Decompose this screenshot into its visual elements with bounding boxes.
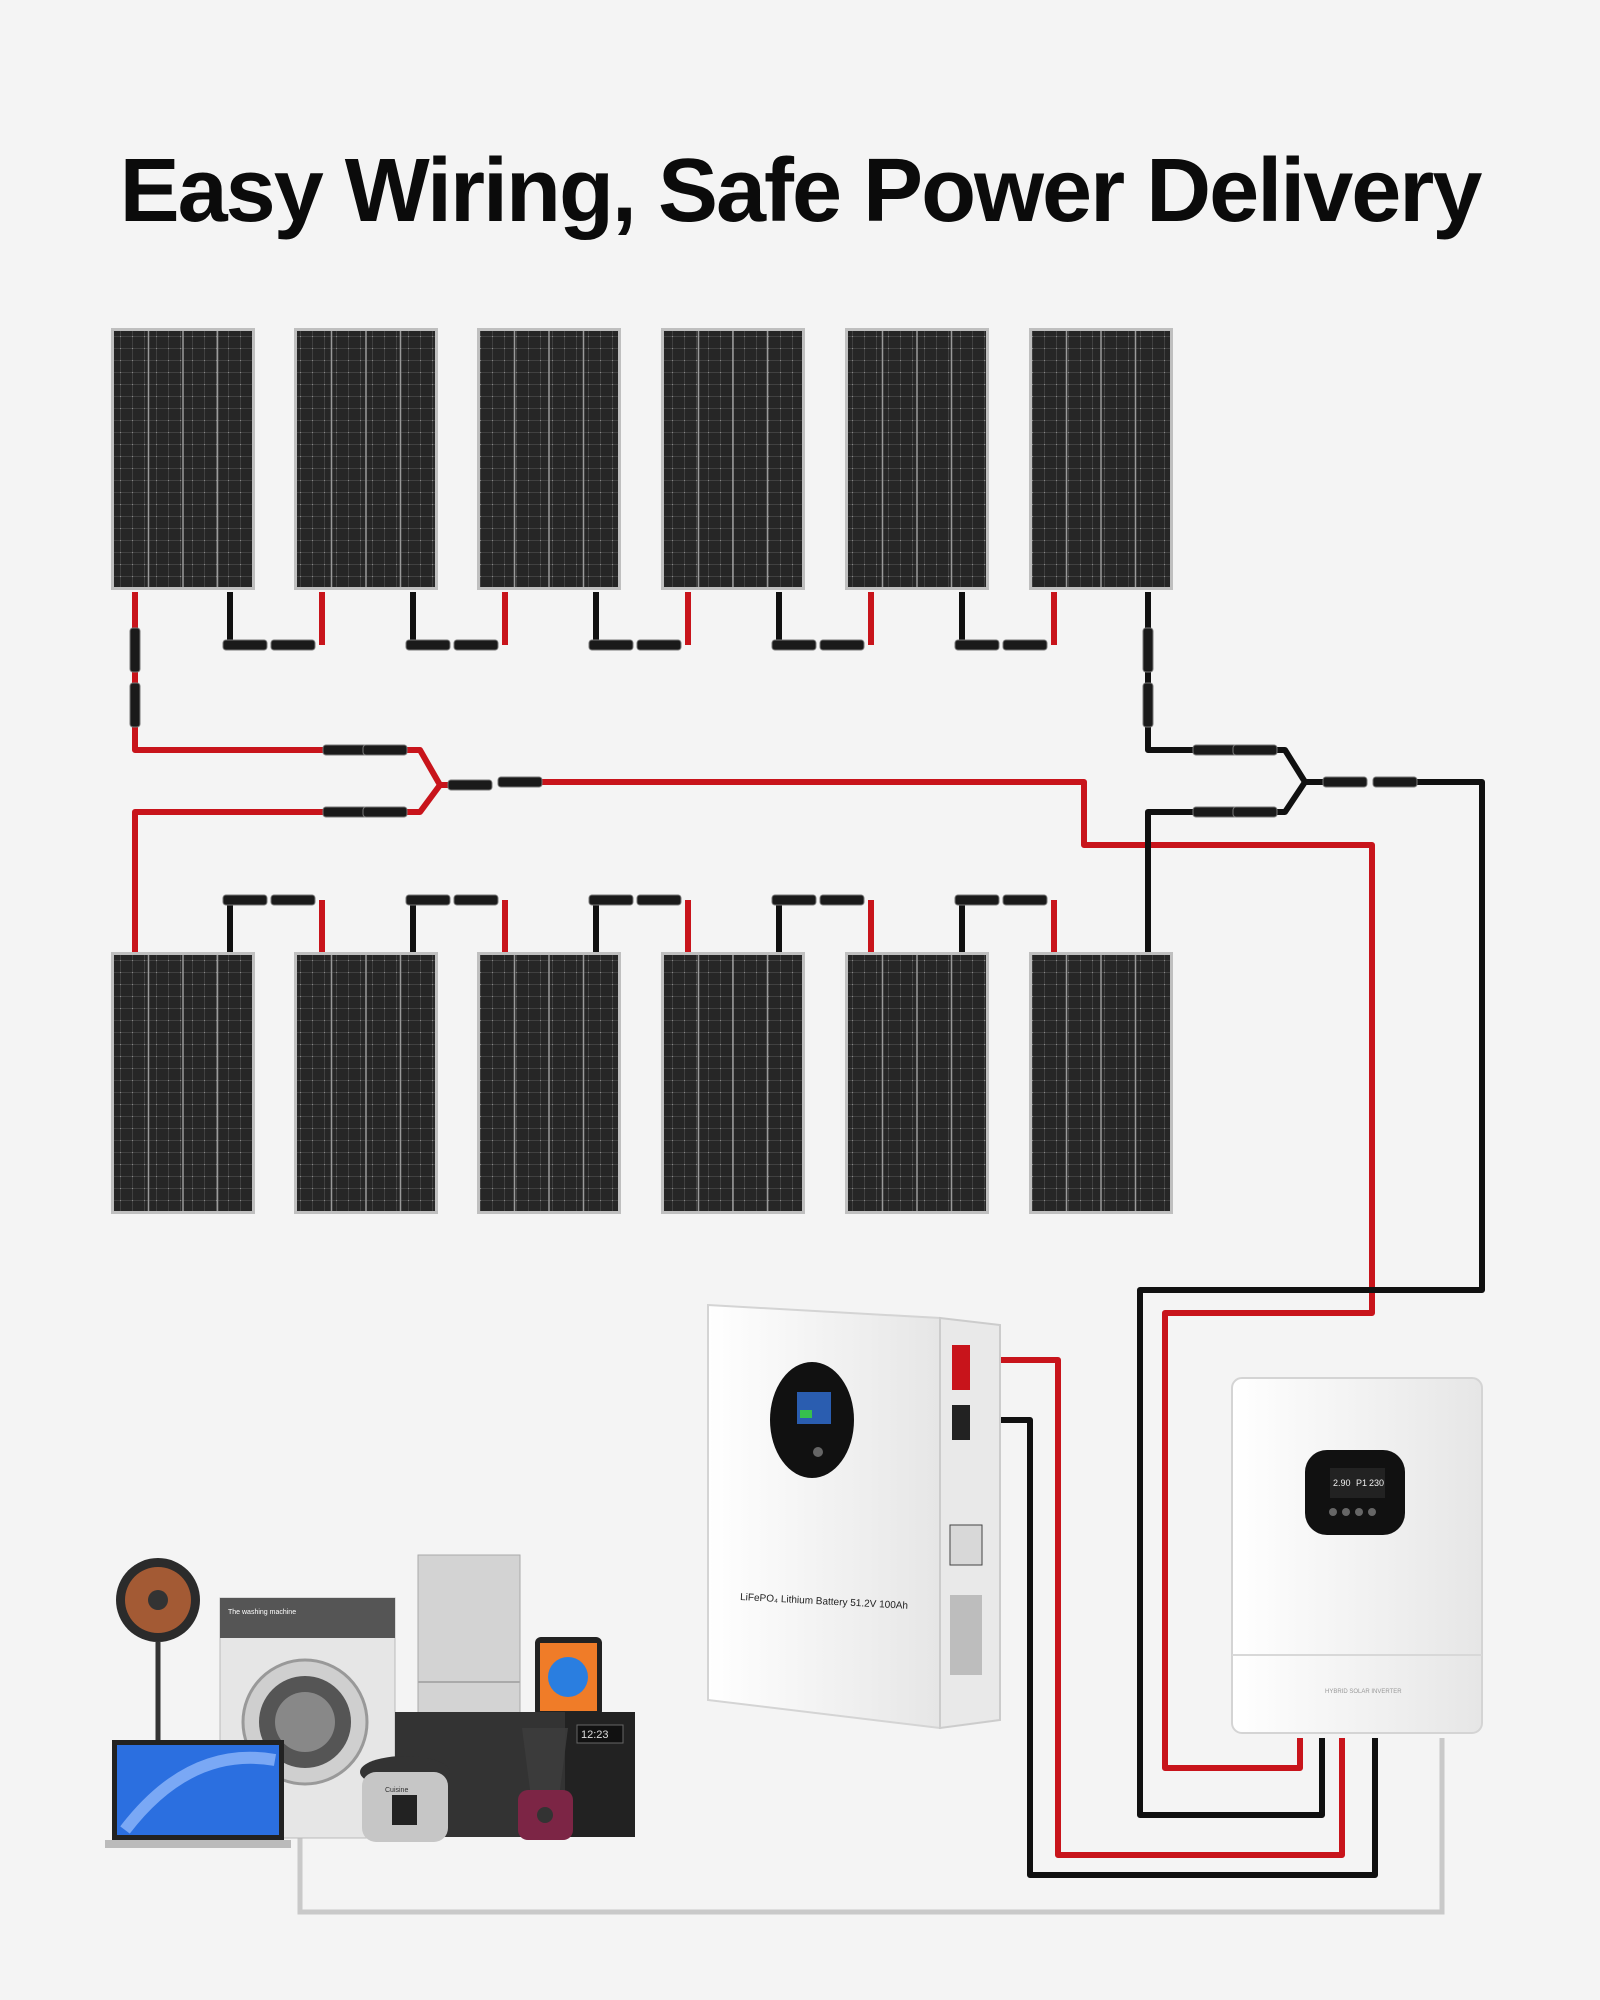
battery-vent	[950, 1595, 982, 1675]
battery-black-wire	[1000, 1417, 1378, 1878]
solar-panel	[1029, 328, 1173, 590]
mc4-connector	[636, 639, 682, 651]
mc4-connector	[453, 894, 499, 906]
top-black-links	[227, 592, 965, 645]
solar-panel	[845, 952, 989, 1214]
solar-panel	[661, 328, 805, 590]
household-appliances: The washing machine 12:23	[105, 1554, 635, 1848]
battery-terminal-negative	[952, 1405, 970, 1440]
mc4-connector	[129, 682, 141, 728]
inverter-label: HYBRID SOLAR INVERTER	[1325, 1689, 1402, 1695]
bottom-right-black-lead	[1145, 809, 1195, 952]
mc4-connector	[447, 779, 493, 791]
mc4-connector	[405, 894, 451, 906]
mc4-connector	[771, 639, 817, 651]
tablet	[535, 1637, 602, 1717]
solar-panel	[294, 952, 438, 1214]
solar-panels-bottom-row	[111, 952, 1173, 1214]
lifepo4-battery: LiFePO₄ Lithium Battery 51.2V 100Ah	[707, 1303, 1001, 1730]
ac-output-wire	[297, 1738, 1445, 1915]
mc4-connector	[222, 894, 268, 906]
mc4-connector	[322, 806, 368, 818]
mc4-connector	[322, 744, 368, 756]
mc4-connector	[954, 894, 1000, 906]
battery-red-wire	[1000, 1357, 1345, 1858]
inverter-screen-value-3: 230	[1369, 1478, 1384, 1488]
mc4-connector	[405, 639, 451, 651]
mc4-connector	[636, 894, 682, 906]
battery-screen	[797, 1392, 831, 1424]
bottom-black-links	[227, 900, 965, 952]
hybrid-solar-inverter: 2.90 P1 230 HYBRID SOLAR INVERTER	[1231, 1377, 1483, 1734]
mc4-connector	[222, 639, 268, 651]
mc4-connector	[588, 639, 634, 651]
solar-panel	[845, 328, 989, 590]
inverter-screen	[1330, 1468, 1385, 1498]
solar-panel	[111, 328, 255, 590]
mc4-connector	[129, 627, 141, 673]
mc4-connector	[588, 894, 634, 906]
mc4-connector	[270, 639, 316, 651]
page-title: Easy Wiring, Safe Power Delivery	[119, 141, 1483, 241]
inverter-screen-value-1: 2.90	[1333, 1478, 1351, 1488]
battery-terminal-positive	[952, 1345, 970, 1390]
washer-panel-text: The washing machine	[228, 1609, 296, 1616]
mc4-connector	[954, 639, 1000, 651]
mc4-connector	[1322, 776, 1368, 788]
mc4-connector	[362, 744, 408, 756]
mc4-connector	[1232, 806, 1278, 818]
rice-cooker: Cuisine	[360, 1756, 450, 1842]
solar-panel	[661, 952, 805, 1214]
mc4-connector	[270, 894, 316, 906]
bottom-left-red-lead	[132, 809, 330, 952]
mc4-connector	[771, 894, 817, 906]
positive-wires	[132, 592, 1375, 1858]
mc4-connector	[362, 806, 408, 818]
mc4-connector	[819, 894, 865, 906]
solar-panel	[477, 952, 621, 1214]
battery-breaker	[949, 1524, 983, 1566]
solar-panel	[111, 952, 255, 1214]
mc4-connector	[1192, 744, 1238, 756]
mc4-connector	[453, 639, 499, 651]
cooker-brand: Cuisine	[385, 1787, 408, 1794]
red-main-line	[540, 779, 1375, 1771]
solar-panel	[477, 328, 621, 590]
mc4-connector	[1192, 806, 1238, 818]
mc4-connector	[1232, 744, 1278, 756]
mc4-connector	[1142, 627, 1154, 673]
power-button-icon	[813, 1447, 823, 1457]
mc4-connector	[819, 639, 865, 651]
microwave-display: 12:23	[581, 1729, 609, 1741]
blender	[518, 1728, 573, 1840]
solar-panels-top-row	[111, 328, 1173, 590]
inverter-buttons	[1329, 1508, 1376, 1516]
mc4-connector	[497, 776, 543, 788]
black-main-line	[1137, 779, 1485, 1818]
top-right-black-lead	[1145, 592, 1195, 753]
mc4-connector	[1002, 639, 1048, 651]
solar-panel	[294, 328, 438, 590]
mc4-connector	[1372, 776, 1418, 788]
standing-fan	[116, 1558, 200, 1740]
mc4-connectors	[129, 627, 1418, 906]
bottom-red-links	[319, 900, 1057, 952]
inverter-screen-value-2: P1	[1356, 1478, 1367, 1488]
solar-panel	[1029, 952, 1173, 1214]
mc4-connector	[1142, 682, 1154, 728]
laptop	[105, 1740, 291, 1848]
top-red-links	[319, 592, 1057, 645]
mc4-connector	[1002, 894, 1048, 906]
